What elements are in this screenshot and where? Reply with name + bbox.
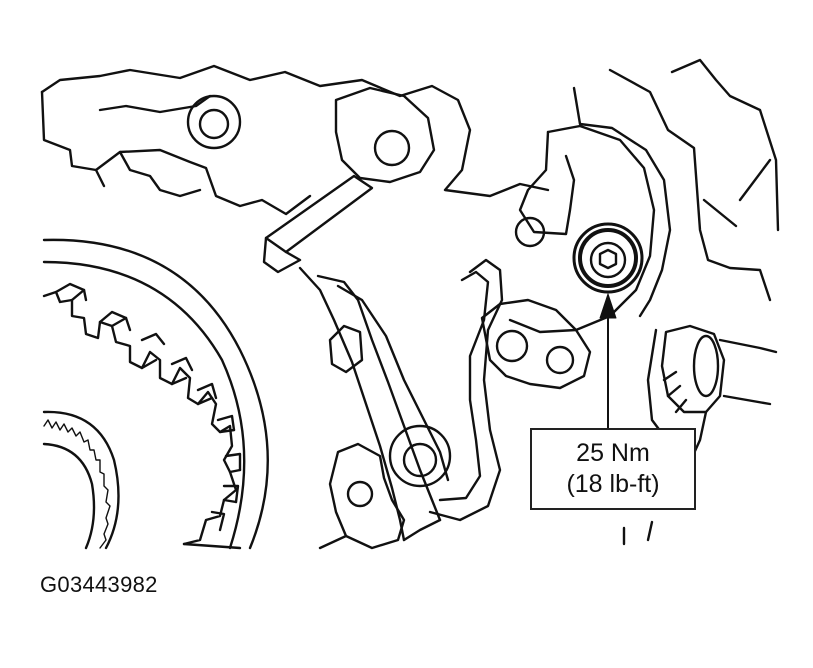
- lower-right-boss-bore: [694, 336, 718, 396]
- guide-bracket-tab: [330, 326, 362, 372]
- guide-idler-bracket: [330, 444, 404, 548]
- tensioner-bolt-head: [591, 243, 625, 277]
- timing-cover-far-right: [672, 60, 778, 230]
- tensioner-pivot-hole: [375, 131, 409, 165]
- torque-arrowhead: [600, 294, 616, 318]
- guide-bracket-hole: [348, 482, 372, 506]
- lower-right-ribs: [664, 372, 686, 412]
- upper-left-boss-hole: [200, 110, 228, 138]
- guide-link-rod-end: [264, 238, 300, 272]
- tensioner-small-hole: [516, 218, 544, 246]
- tensioner-bolt-socket: [600, 250, 616, 268]
- crank-sprocket-teeth-front: [56, 284, 240, 530]
- torque-value-nm: 25 Nm: [576, 439, 650, 467]
- crank-hub-inner: [44, 444, 94, 548]
- tensioner-mount-hole-left: [497, 331, 527, 361]
- tensioner-mount-hole-right: [547, 347, 573, 373]
- chain-guide-blade: [318, 276, 440, 520]
- torque-value-lbft: (18 lb-ft): [566, 470, 660, 498]
- chain-guide-lower: [338, 286, 448, 480]
- timing-cover-crease: [704, 160, 770, 226]
- engine-block-outline: [42, 66, 548, 196]
- crank-sprocket-teeth: [44, 292, 236, 544]
- lower-right-lines: [720, 340, 776, 404]
- chain-guide-blade-inner: [300, 268, 404, 540]
- engine-block-step-2: [120, 152, 200, 196]
- crank-hub-serration: [44, 420, 110, 548]
- tensioner-body-inner: [520, 132, 574, 234]
- guide-idler-pulley: [390, 426, 450, 486]
- timing-cover-outer: [610, 70, 770, 300]
- crank-hub-outer: [44, 412, 119, 548]
- crank-outer-arc: [44, 240, 268, 548]
- torque-callout-box: 25 Nm (18 lb-ft): [530, 428, 696, 510]
- timing-cover-outline: [574, 88, 670, 316]
- engine-block-upper-line: [100, 96, 210, 112]
- engine-block-step: [96, 150, 310, 214]
- tensioner-bolt-ring: [580, 230, 636, 286]
- figure-id-label: G03443982: [40, 572, 158, 597]
- lower-right-boss: [662, 326, 724, 412]
- tensioner-mount: [482, 300, 590, 388]
- diagram-bottom-edge: [184, 520, 440, 548]
- timing-chain: [430, 260, 502, 520]
- upper-left-boss: [188, 96, 240, 148]
- guide-idler-hole: [404, 444, 436, 476]
- timing-chain-inner: [440, 272, 488, 500]
- tensioner-body: [510, 126, 654, 332]
- crank-sprocket-tooth-faces: [72, 290, 240, 502]
- bottom-right-ticks: [624, 522, 652, 544]
- tensioner-pivot-arm: [336, 88, 434, 182]
- tensioner-bolt-outer: [574, 224, 642, 292]
- engine-block-left-edge: [42, 92, 104, 186]
- crank-outer-arc-inner: [44, 262, 244, 548]
- guide-link-rod: [266, 176, 372, 252]
